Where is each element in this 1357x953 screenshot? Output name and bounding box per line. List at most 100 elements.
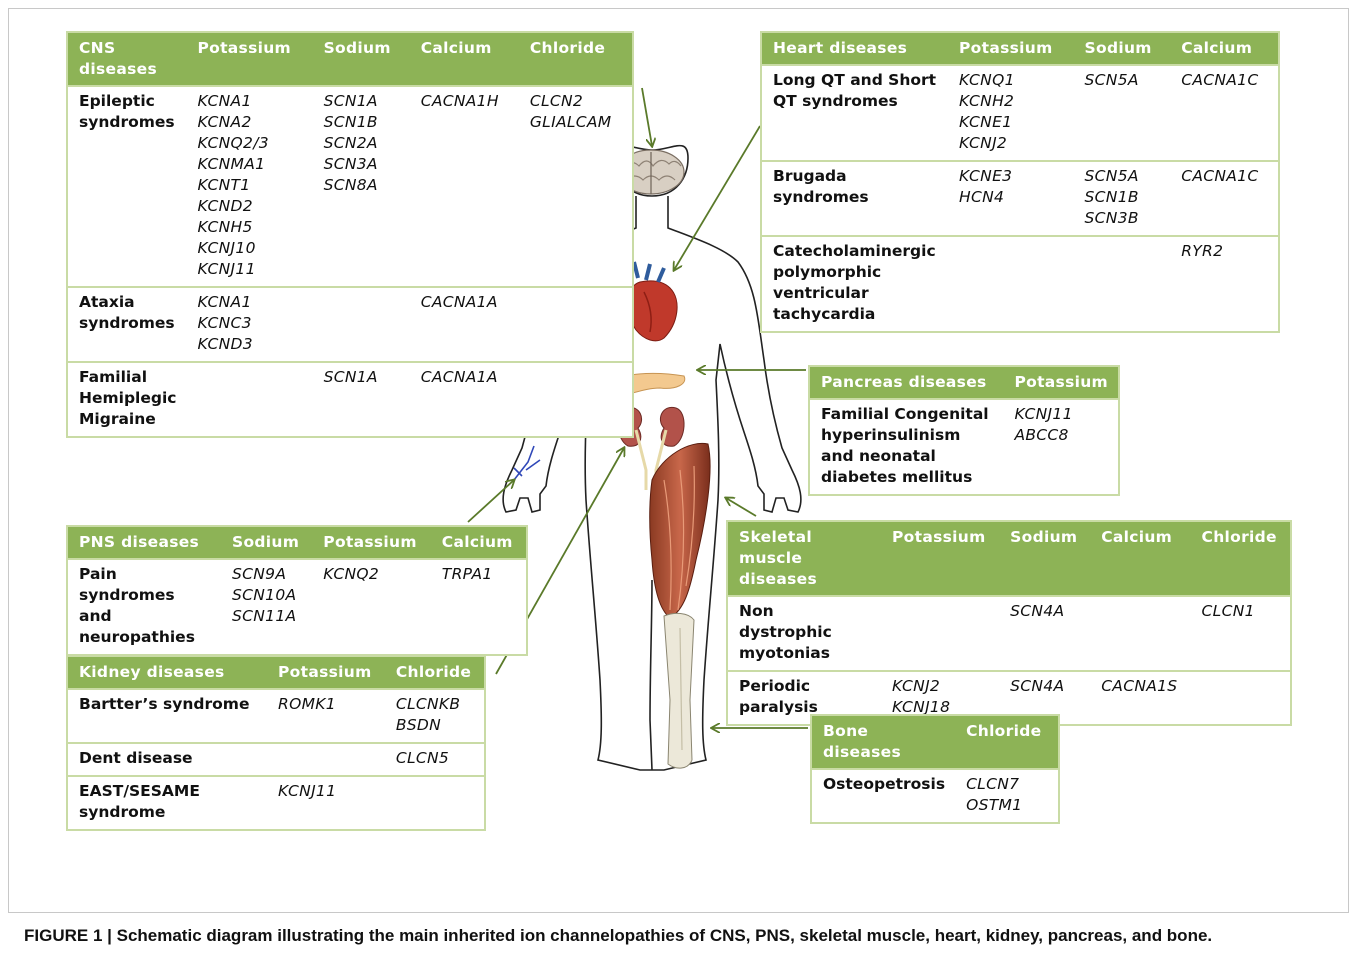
bone-header-diseases: Bone diseases (811, 715, 955, 769)
disease-name: Bartter’s syndrome (67, 689, 267, 743)
kidney-header-potassium: Potassium (267, 656, 385, 689)
gene-name: KCNJ10 (197, 238, 302, 259)
disease-name: Pain syndromes and neuropathies (67, 559, 221, 655)
gene-list (186, 362, 312, 437)
gene-list (313, 287, 410, 362)
pancreas-header-potassium: Potassium (1003, 366, 1119, 399)
gene-name: BSDN (396, 715, 474, 736)
gene-name: SCN1B (324, 112, 400, 133)
gene-list (881, 596, 999, 671)
gene-list: CACNA1H (410, 86, 519, 287)
gene-list: SCN1A (313, 362, 410, 437)
gene-list (519, 362, 633, 437)
bone-header-chloride: Chloride (955, 715, 1059, 769)
table-row: Osteopetrosis CLCN7OSTM1 (811, 769, 1059, 823)
skeletal-header-diseases: Skeletal muscle diseases (727, 521, 881, 596)
gene-name: KCNA2 (197, 112, 302, 133)
gene-list: CACNA1S (1090, 671, 1190, 725)
disease-name: Ataxia syndromes (67, 287, 186, 362)
kidney-header-diseases: Kidney diseases (67, 656, 267, 689)
table-row: EAST/SESAME syndrome KCNJ11 (67, 776, 485, 830)
gene-list: KCNA1KCNA2KCNQ2/3KCNMA1KCNT1KCND2KCNH5KC… (186, 86, 312, 287)
bone-diseases-table: Bone diseases Chloride Osteopetrosis CLC… (810, 714, 1060, 824)
gene-list (267, 743, 385, 776)
gene-list: CACNA1C (1170, 65, 1279, 161)
gene-list (948, 236, 1074, 332)
gene-name: SCN8A (324, 175, 400, 196)
skeletal-muscle-diseases-table: Skeletal muscle diseases Potassium Sodiu… (726, 520, 1292, 726)
gene-name: KCNH5 (197, 217, 302, 238)
disease-name: Long QT and Short QT syndromes (761, 65, 948, 161)
pns-header-potassium: Potassium (312, 526, 431, 559)
gene-list (519, 287, 633, 362)
cns-header-diseases: CNS diseases (67, 32, 186, 86)
gene-list: SCN5A (1074, 65, 1171, 161)
gene-name: SCN3A (324, 154, 400, 175)
gene-name: SCN5A (1085, 166, 1161, 187)
gene-list (1191, 671, 1291, 725)
gene-list: KCNQ2 (312, 559, 431, 655)
gene-list: KCNA1KCNC3KCND3 (186, 287, 312, 362)
pns-header-diseases: PNS diseases (67, 526, 221, 559)
gene-list: CLCN1 (1191, 596, 1291, 671)
gene-name: SCN1B (1085, 187, 1161, 208)
gene-list (385, 776, 485, 830)
disease-name: Brugada syndromes (761, 161, 948, 236)
gene-name: ABCC8 (1014, 425, 1108, 446)
gene-list: ROMK1 (267, 689, 385, 743)
gene-name: OSTM1 (966, 795, 1048, 816)
hand-nerve-icon (514, 446, 540, 480)
table-row: Familial Congenital hyperinsulinism and … (809, 399, 1119, 495)
gene-name: KCNMA1 (197, 154, 302, 175)
gene-name: KCND3 (197, 334, 302, 355)
gene-list: SCN9ASCN10ASCN11A (221, 559, 312, 655)
gene-name: GLIALCAM (530, 112, 622, 133)
gene-name: KCNE1 (959, 112, 1064, 133)
pns-diseases-table: PNS diseases Sodium Potassium Calcium Pa… (66, 525, 528, 656)
gene-name: SCN10A (232, 585, 302, 606)
pns-header-calcium: Calcium (431, 526, 527, 559)
disease-name: Epileptic syndromes (67, 86, 186, 287)
heart-diseases-table: Heart diseases Potassium Sodium Calcium … (760, 31, 1280, 333)
gene-list: CLCN2GLIALCAM (519, 86, 633, 287)
pancreas-header-diseases: Pancreas diseases (809, 366, 1003, 399)
gene-list (1074, 236, 1171, 332)
gene-list: SCN4A (999, 596, 1090, 671)
figure-caption: FIGURE 1 | Schematic diagram illustratin… (24, 926, 1212, 946)
heart-header-diseases: Heart diseases (761, 32, 948, 65)
gene-name: KCNJ11 (1014, 404, 1108, 425)
table-row: Brugada syndromes KCNE3HCN4 SCN5ASCN1BSC… (761, 161, 1279, 236)
gene-list: RYR2 (1170, 236, 1279, 332)
skeletal-header-sodium: Sodium (999, 521, 1090, 596)
pancreas-diseases-table: Pancreas diseases Potassium Familial Con… (808, 365, 1120, 496)
gene-name: HCN4 (959, 187, 1064, 208)
disease-name: Non dystrophic myotonias (727, 596, 881, 671)
heart-header-calcium: Calcium (1170, 32, 1279, 65)
leg-bone-icon (664, 613, 694, 768)
kidney-diseases-table: Kidney diseases Potassium Chloride Bartt… (66, 655, 486, 831)
disease-name: Osteopetrosis (811, 769, 955, 823)
disease-name: Familial Hemiplegic Migraine (67, 362, 186, 437)
skeletal-header-potassium: Potassium (881, 521, 999, 596)
disease-name: EAST/SESAME syndrome (67, 776, 267, 830)
pns-header-sodium: Sodium (221, 526, 312, 559)
gene-list: KCNJ11 (267, 776, 385, 830)
gene-name: SCN11A (232, 606, 302, 627)
table-row: Familial Hemiplegic Migraine SCN1A CACNA… (67, 362, 633, 437)
gene-list: CLCN5 (385, 743, 485, 776)
gene-name: KCNJ11 (197, 259, 302, 280)
gene-name: KCND2 (197, 196, 302, 217)
heart-header-potassium: Potassium (948, 32, 1074, 65)
gene-name: KCNE3 (959, 166, 1064, 187)
cns-header-potassium: Potassium (186, 32, 312, 86)
